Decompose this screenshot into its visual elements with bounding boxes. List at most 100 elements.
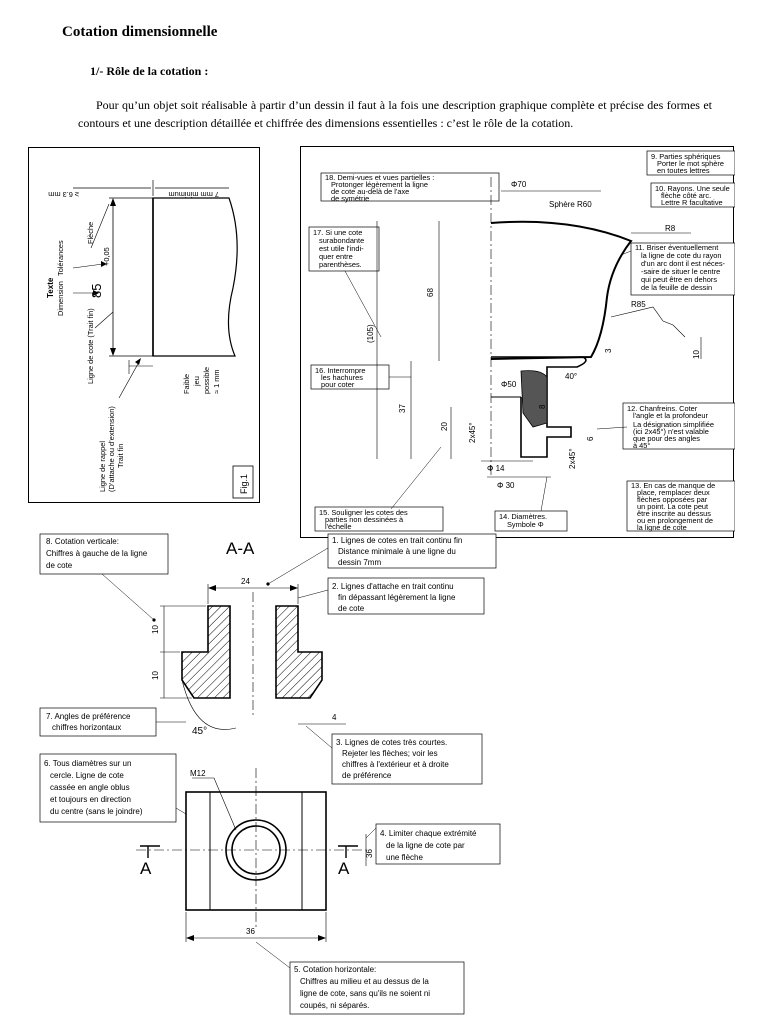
note6-l4: et toujours en direction (50, 795, 131, 804)
note1-l1: 1. Lignes de cotes en trait continu fin (332, 536, 462, 545)
dim-2x45-b: 2x45° (568, 448, 577, 469)
fig1-tol: +0,05 (102, 247, 111, 266)
dim-phi70: Φ70 (511, 180, 527, 189)
dim-2x45-a: 2x45° (468, 422, 477, 443)
note2-l2: fin dépassant légèrement la ligne (338, 593, 456, 602)
note4-l3: une flèche (386, 853, 423, 862)
note5-l2: Chiffres au milieu et au dessus de la (300, 977, 429, 986)
note12-l4: (ici 2x45°) n'est valable (633, 427, 709, 436)
figure-1-drawing: ≥ 6.3 mm 7 mm minimum 85 +0,05 Flèche Te… (46, 180, 254, 499)
section-mark-right: A (338, 859, 350, 878)
note5-l4: coupés, ni séparés. (300, 1001, 369, 1010)
fig1-texte-label: Texte (46, 277, 55, 298)
dim-24: 24 (241, 577, 250, 586)
intro-paragraph: Pour qu’un objet soit réalisable à parti… (78, 98, 712, 130)
note12-l2: l'angle et la profondeur (633, 411, 708, 420)
dim-36v: 36 (365, 849, 374, 858)
fig1-top-left-dim: ≥ 6.3 mm (48, 190, 79, 199)
dim-10a: 10 (151, 625, 160, 634)
note11-l6: de la feuille de dessin (641, 283, 712, 292)
dim-phi14: Φ 14 (487, 464, 505, 473)
note1-l2: Distance minimale à une ligne du (338, 547, 456, 556)
note2-l3: de cote (338, 604, 365, 613)
fig1-faible-1: Faible (182, 374, 191, 394)
note2-l1: 2. Lignes d'attache en trait continu (332, 582, 454, 591)
fig1-dim-value: 85 (89, 284, 104, 298)
note13-l2: place, remplacer deux (637, 488, 710, 497)
note18-l2: Protonger légèrement la ligne (331, 180, 428, 189)
note15-l1: 15. Souligner les cotes des (319, 508, 408, 517)
figure-3: A-A 8. Cotation verticale: Chiffres à ga… (36, 528, 506, 1018)
note6-l5: du centre (sans le joindre) (50, 807, 143, 816)
note3-l3: chiffres à l'extérieur et à droite (342, 760, 449, 769)
note14-l2: Symbole Φ (507, 520, 544, 529)
note12-l6: à 45° (633, 441, 650, 450)
dim-sphere: Sphère R60 (549, 200, 592, 209)
fig1-top-right-dim: 7 mm minimum (168, 190, 219, 199)
dim-68: 68 (426, 288, 435, 297)
fig1-faible-2: jeu (192, 376, 201, 387)
note10-l1: 10. Rayons. Une seule (655, 184, 730, 193)
note12-l5: que pour des angles (633, 434, 700, 443)
note8-l1: 8. Cotation verticale: (46, 537, 119, 546)
note17-l3: est utile l'indi- (319, 244, 364, 253)
note13-l5: être inscrite au dessus (637, 509, 711, 518)
note18-l1: 18. Demi-vues et vues partielles : (325, 173, 434, 182)
note4-l2: de la ligne de cote par (386, 841, 465, 850)
fig1-ligne-cote: Ligne de cote (Trait fin) (86, 308, 95, 384)
dim-10b: 10 (151, 671, 160, 680)
page-title: Cotation dimensionnelle (62, 24, 218, 40)
note13-l4: un point. La cote peut (637, 502, 708, 511)
dim-4: 4 (332, 713, 337, 722)
figure-1: ≥ 6.3 mm 7 mm minimum 85 +0,05 Flèche Te… (28, 147, 260, 503)
note7-l2: chiffres horizontaux (52, 723, 121, 732)
note3-l4: de préférence (342, 771, 392, 780)
note12-l3: La désignation simplifiée (633, 420, 714, 429)
note7-l1: 7. Angles de préférence (46, 712, 131, 721)
note1-l3: dessin 7mm (338, 558, 381, 567)
note16-l3: pour coter (321, 380, 355, 389)
note11-l4: -saire de situer le centre (641, 267, 720, 276)
figure-2: 18. Demi-vues et vues partielles : Proto… (300, 146, 736, 538)
note9-l1: 9. Parties sphériques (651, 152, 721, 161)
dim-r85: R85 (631, 300, 646, 309)
dim-10: 10 (692, 350, 701, 359)
note17-l1: 17. Si une cote (313, 228, 362, 237)
dim-phi50: Φ50 (501, 380, 517, 389)
dim-phi30: Φ 30 (497, 481, 515, 490)
note6-l3: cassée en angle oblus (50, 783, 130, 792)
note16-l2: les hachures (321, 373, 363, 382)
dim-20: 20 (440, 422, 449, 431)
note9-l2: Porter le mot sphère (657, 159, 724, 168)
note15-l2: parties non dessinées à (325, 515, 404, 524)
note13-l1: 13. En cas de manque de (631, 481, 715, 490)
dim-8: 8 (538, 404, 547, 409)
section-mark-left: A (140, 859, 152, 878)
fig1-rappel-2: (D’attache ou d’extension) (107, 406, 116, 492)
dim-6: 6 (586, 436, 595, 441)
fig1-dimension-label: Dimension (56, 281, 65, 316)
note6-l2: cercle. Ligne de cote (50, 771, 124, 780)
note6-l1: 6. Tous diamètres sur un (44, 759, 131, 768)
note10-l3: Lettre R facultative (661, 198, 723, 207)
fig1-tolerances-label: Tolérances (56, 240, 65, 276)
fig1-faible-4: ≈ 1 mm (212, 369, 221, 394)
dim-105: (105) (366, 324, 375, 343)
dim-r8: R8 (665, 224, 676, 233)
fig1-rappel-1: Ligne de rappel (98, 441, 107, 492)
dim-40: 40° (565, 372, 577, 381)
note5-l3: ligne de cote, sans qu'ils ne soient ni (300, 989, 430, 998)
note8-l2: Chiffres à gauche de la ligne (46, 549, 148, 558)
note10-l2: flèche côté arc. (661, 191, 711, 200)
note12-l1: 12. Chanfreins. Coter (627, 404, 698, 413)
note17-l4: quer entre (319, 252, 353, 261)
note3-l1: 3. Lignes de cotes très courtes. (336, 738, 447, 747)
note9-l3: en toutes lettres (657, 166, 710, 175)
fig1-fleche-label: Flèche (86, 222, 95, 244)
section-heading: 1/- Rôle de la cotation : (90, 64, 209, 78)
note11-l3: d'un arc dont il est néces- (641, 259, 726, 268)
note8-l3: de cote (46, 561, 73, 570)
note14-l1: 14. Diamètres. (499, 512, 547, 521)
note18-l3: de cote au-delà de l'axe (331, 187, 409, 196)
note3-l2: Rejeter les flèches; voir les (342, 749, 438, 758)
